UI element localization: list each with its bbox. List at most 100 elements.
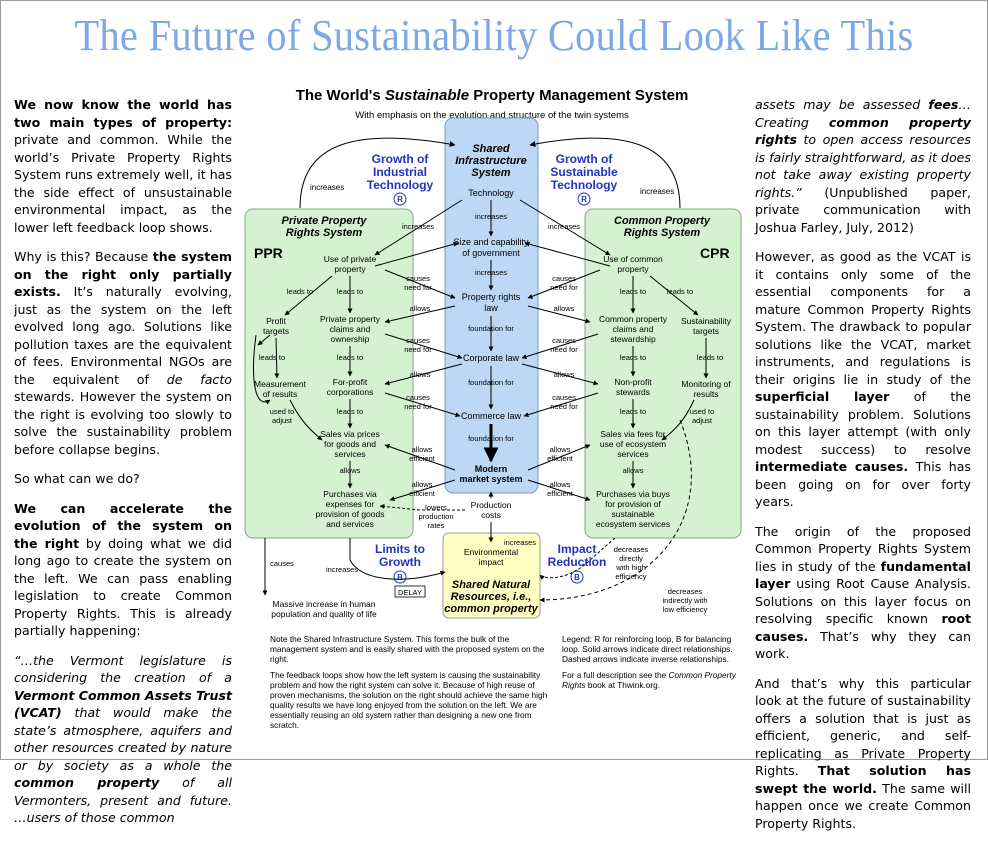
- production-costs-1: Production: [471, 500, 512, 510]
- snr-title-line1: Shared Natural: [452, 579, 531, 591]
- cpr-box: [584, 208, 742, 539]
- cpr-node-targets-1: Sustainability: [681, 316, 732, 326]
- cpr-node-purchases-1: Purchases via buys: [596, 489, 670, 499]
- right-p1-text: (Unpublished paper, private communicatio…: [755, 184, 971, 235]
- left-p1-bold: We now know the world has two main types…: [14, 97, 232, 130]
- right-column: assets may be assessed fees… Creating co…: [755, 96, 971, 844]
- ppr-box: [244, 208, 414, 539]
- loop-b-right: B: [574, 573, 580, 582]
- left-p5-i1: “…the Vermont legislature is considering…: [14, 652, 232, 686]
- ppr-node-purchases-2: expenses for: [326, 499, 375, 509]
- node-technology: Technology: [468, 188, 514, 198]
- cpr-node-stewards-1: Non-profit: [614, 377, 652, 387]
- dec-direct-2: directly: [619, 554, 643, 563]
- bt-allow-l1: allows: [410, 304, 431, 313]
- ppr-node-measure-1: Measurement: [254, 379, 307, 389]
- ppr-title-line1: Private Property: [282, 215, 368, 227]
- cpr-node-monitor-2: results: [693, 389, 718, 399]
- ppr-node-forprofit-2: corporations: [327, 387, 374, 397]
- increases-bottom-b: increases: [326, 565, 358, 574]
- left-paragraph-4: We can accelerate the evolution of the s…: [14, 500, 232, 640]
- right-p2-t1: However, as good as the VCAT is it conta…: [755, 249, 971, 387]
- ppr-edge-6: adjust: [272, 416, 293, 425]
- snr-title-line3: common property: [444, 603, 538, 615]
- cpr-node-sales-1: Sales via fees for: [600, 429, 665, 439]
- right-paragraph-2: However, as good as the VCAT is it conta…: [755, 248, 971, 511]
- ppr-abbr: PPR: [254, 245, 283, 261]
- bt-cause-r2b: need for: [550, 345, 578, 354]
- right-p3-b1: fundamental layer: [755, 558, 971, 592]
- cpr-node-sales-3: services: [617, 449, 648, 459]
- left-p2-text1: Why is this? Because: [14, 249, 153, 264]
- left-p3-text: So what can we do?: [14, 471, 140, 486]
- diagram-title: The World's Sustainable Property Managem…: [296, 87, 689, 104]
- loop-growth-sustainable-2: Sustainable: [550, 165, 618, 179]
- cpr-node-use-2: property: [617, 264, 649, 274]
- dec-indirect-1: decreases: [668, 587, 703, 596]
- cpr-title-line1: Common Property: [614, 215, 711, 227]
- loop-limits-2: Growth: [379, 555, 421, 569]
- loop-r-left: R: [397, 195, 403, 204]
- left-p1-text: private and common. While the world’s Pr…: [14, 132, 232, 235]
- lowers-2: production: [418, 512, 453, 521]
- right-paragraph-4: And that’s why this particular look at t…: [755, 675, 971, 833]
- right-p2-b1: superficial layer: [755, 389, 890, 404]
- cpr-edge-6: adjust: [692, 416, 713, 425]
- cpr-node-purchases-3: sustainable: [611, 509, 654, 519]
- note-right-1: Legend: R for reinforcing loop, B for ba…: [562, 634, 733, 664]
- right-p1-i3: to open access resources is fairly strai…: [755, 132, 971, 200]
- ppr-node-sales-3: services: [334, 449, 365, 459]
- ppr-node-claims-2: claims and: [330, 324, 371, 334]
- lowers-3: rates: [428, 521, 445, 530]
- cpr-node-monitor-1: Monitoring of: [681, 379, 731, 389]
- bt-eff-r2a: allows: [550, 480, 571, 489]
- bt-cause-l2a: causes: [406, 336, 430, 345]
- ppr-node-forprofit-1: For-profit: [333, 377, 368, 387]
- right-p1-bi2: common property rights: [755, 114, 971, 148]
- cpr-node-sales-2: use of ecosystem: [600, 439, 666, 449]
- node-property-law-2: law: [484, 303, 498, 313]
- bt-cause-r1b: need for: [550, 283, 578, 292]
- cpr-edge-4: leads to: [697, 353, 723, 362]
- right-paragraph-3: The origin of the proposed Common Proper…: [755, 523, 971, 663]
- bt-cause-r2a: causes: [552, 336, 576, 345]
- loop-growth-industrial-2: Industrial: [373, 165, 427, 179]
- loop-growth-sustainable-3: Technology: [551, 178, 618, 192]
- sis-title-line3: System: [471, 167, 510, 179]
- node-commerce-law: Commerce law: [461, 411, 522, 421]
- ppr-node-sales-1: Sales via prices: [320, 429, 380, 439]
- left-p5-bi2: common property: [14, 775, 160, 790]
- bt-inc-l1: increases: [402, 222, 434, 231]
- ppr-node-profit-2: targets: [263, 326, 289, 336]
- loop-impact-2: Reduction: [548, 555, 607, 569]
- left-p2-text2: It’s naturally evolving, just as the sys…: [14, 284, 232, 387]
- loop-b-left: B: [397, 573, 403, 582]
- left-p5-bi1: Vermont Common Assets Trust (VCAT): [14, 687, 232, 721]
- note-left-2: The feedback loops show how the left sys…: [270, 670, 548, 730]
- right-paragraph-1: assets may be assessed fees… Creating co…: [755, 96, 971, 236]
- sis-title-line2: Infrastructure: [455, 155, 527, 167]
- right-p2-b2: intermediate causes.: [755, 459, 909, 474]
- bt-eff-l2a: allows: [412, 480, 433, 489]
- lowers-1: lowers: [425, 503, 447, 512]
- ppr-edge-3: leads to: [259, 353, 285, 362]
- bt-cause-r3a: causes: [552, 393, 576, 402]
- right-p1-bi1: fees: [928, 97, 959, 112]
- cpr-node-claims-3: stewardship: [610, 334, 656, 344]
- note-right-2: For a full description see the Common Pr…: [562, 670, 736, 690]
- left-p2-bold: the system on the right only partially e…: [14, 249, 232, 299]
- right-p1-i1: assets may be assessed: [755, 97, 929, 112]
- delay-label: DELAY: [398, 588, 422, 597]
- ppr-node-claims-1: Private property: [320, 314, 381, 324]
- bt-allow-r1: allows: [554, 304, 575, 313]
- cpr-edge-2: leads to: [667, 287, 693, 296]
- right-p3-b2: root causes.: [755, 611, 971, 644]
- loop-growth-industrial-1: Growth of: [372, 152, 430, 166]
- ppr-node-profit-1: Profit: [266, 316, 286, 326]
- note-left-1: Note the Shared Infrastructure System. T…: [270, 634, 545, 664]
- left-paragraph-5: “…the Vermont legislature is considering…: [14, 652, 232, 827]
- right-p2-t3: This has been going on for over forty ye…: [755, 459, 971, 509]
- ppr-node-use-1: Use of private: [324, 254, 377, 264]
- right-p3-t2: using Root Cause Analysis. Solutions on …: [755, 576, 971, 626]
- bt-cause-l3a: causes: [406, 393, 430, 402]
